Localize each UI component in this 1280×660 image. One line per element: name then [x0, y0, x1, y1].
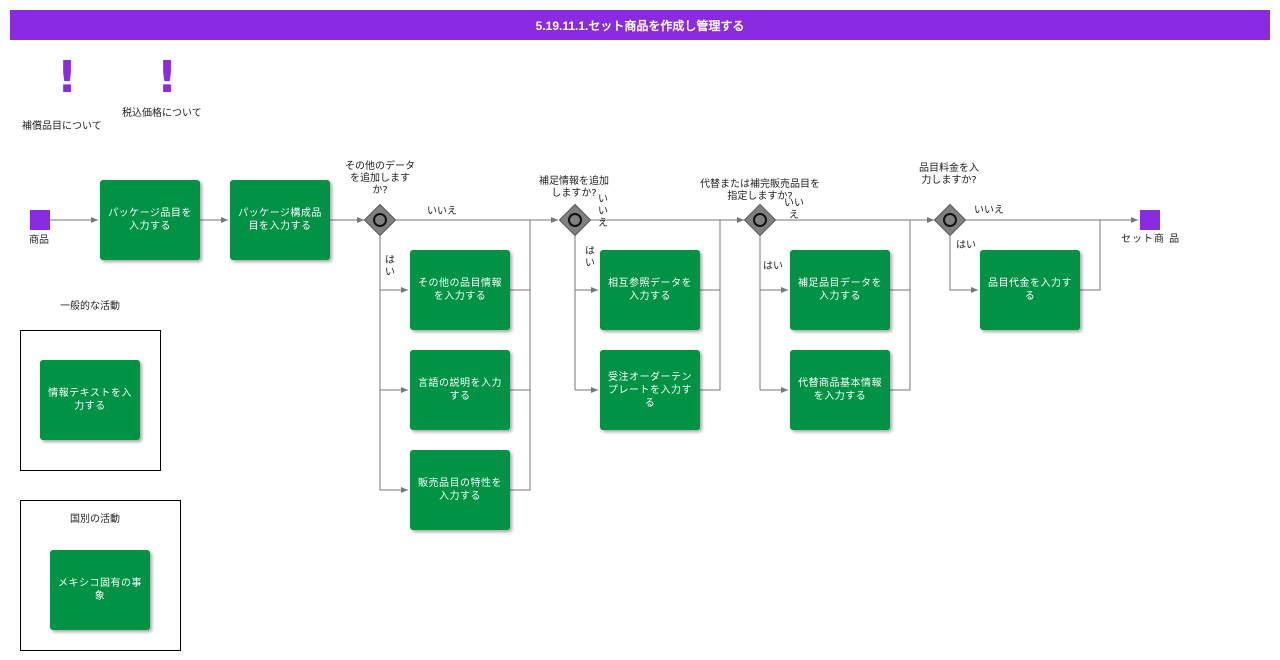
- diagram-title: 5.19.11.1.セット商品を作成し管理する: [10, 10, 1270, 40]
- gateway-g4-label: 品目料金を入力しますか?: [919, 163, 979, 186]
- flow-label-no: いいえ: [598, 194, 608, 229]
- start-event-label: 商品: [29, 235, 49, 246]
- exclamation-icon[interactable]: !: [57, 52, 78, 103]
- activity-item-fee[interactable]: 品目代金を入力する: [980, 250, 1080, 330]
- flow-label-yes: はい: [585, 246, 595, 269]
- activity-order-template[interactable]: 受注オーダーテンプレートを入力する: [600, 350, 700, 430]
- legend-general-title: 一般的な活動: [60, 301, 120, 312]
- legend-country-title: 国別の活動: [70, 514, 120, 525]
- gateway-g2: [558, 203, 592, 237]
- gateway-g1-label: その他のデータを追加しますか?: [345, 161, 415, 196]
- legend-general-activity[interactable]: 情報テキストを入力する: [40, 360, 140, 440]
- gateway-g3-label: 代替または補完販売品目を指定しますか?: [700, 179, 820, 202]
- activity-substitute-basic-info[interactable]: 代替商品基本情報を入力する: [790, 350, 890, 430]
- start-event[interactable]: [30, 210, 50, 230]
- flow-label-yes: はい: [385, 255, 395, 278]
- flow-label-no: いいえ: [427, 206, 457, 217]
- gateway-g2-label: 補足情報を追加しますか?: [539, 176, 609, 199]
- note-compensation[interactable]: 補償品目について: [22, 121, 102, 132]
- activity-package-component[interactable]: パッケージ構成品目を入力する: [230, 180, 330, 260]
- gateway-g1: [363, 203, 397, 237]
- flow-label-yes: はい: [763, 261, 783, 272]
- gateway-shapes: [363, 203, 967, 237]
- activity-package-item[interactable]: パッケージ品目を入力する: [100, 180, 200, 260]
- activity-cross-reference[interactable]: 相互参照データを入力する: [600, 250, 700, 330]
- activity-sales-item-traits[interactable]: 販売品目の特性を入力する: [410, 450, 510, 530]
- end-event[interactable]: [1140, 210, 1160, 230]
- flow-label-no: いいえ: [784, 198, 804, 221]
- legend-country-activity[interactable]: メキシコ固有の事象: [50, 550, 150, 630]
- activity-supplement-item-data[interactable]: 補足品目データを入力する: [790, 250, 890, 330]
- gateway-g3: [743, 203, 777, 237]
- flow-label-no: いいえ: [974, 205, 1004, 216]
- activity-other-item-info[interactable]: その他の品目情報を入力する: [410, 250, 510, 330]
- flow-label-yes: はい: [956, 240, 976, 251]
- exclamation-icon[interactable]: !: [157, 52, 178, 103]
- gateway-g4: [933, 203, 967, 237]
- end-event-label: セット商 品: [1121, 234, 1181, 245]
- legend-country-frame: [20, 500, 181, 651]
- activity-language-desc[interactable]: 言語の説明を入力する: [410, 350, 510, 430]
- note-tax-price[interactable]: 税込価格について: [122, 108, 202, 119]
- legend-general-frame: [20, 330, 161, 471]
